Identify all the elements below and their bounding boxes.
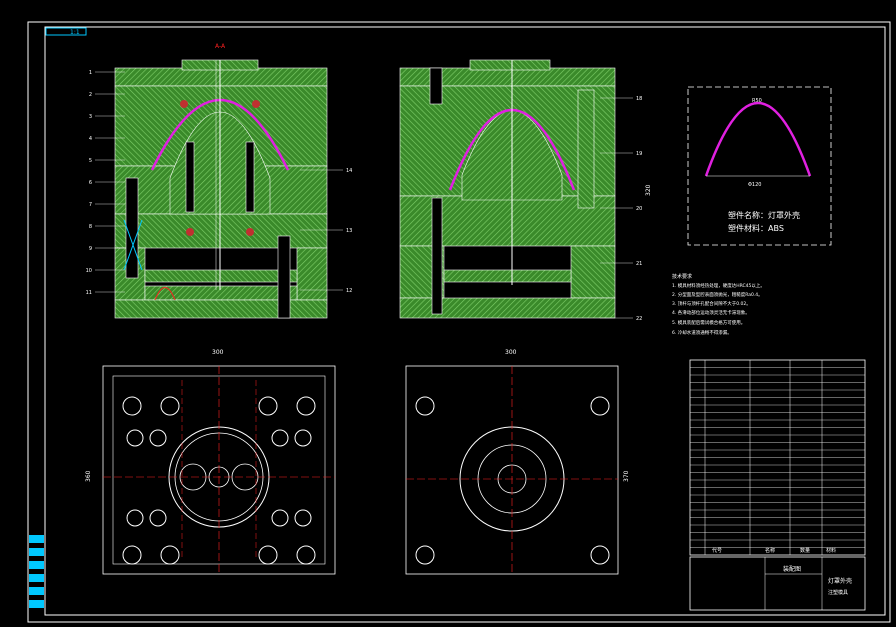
leader-label: 4 xyxy=(89,136,92,142)
leaders-left: 1 2 3 4 5 6 7 8 9 10 11 xyxy=(86,70,125,296)
note-line: 6. 冷却水道须通畅不得渗漏。 xyxy=(672,329,732,336)
note-line: 4. 各滑动部位运动须灵活无卡滞现象。 xyxy=(672,309,750,316)
part-dim-bottom: Φ120 xyxy=(748,182,761,188)
plan-view-right: 300 370 xyxy=(405,349,630,575)
leader-label: 2 xyxy=(89,92,92,98)
plan-right-dim-side: 370 xyxy=(623,470,630,482)
drawing-sub: 注塑模具 xyxy=(828,589,848,596)
leader-label: 10 xyxy=(86,268,92,274)
note-line: 3. 顶杆与顶杆孔配合间隙不大于0.02。 xyxy=(672,300,751,307)
leaders-right-a: 14 13 12 xyxy=(300,168,352,294)
part-name: 塑件名称：灯罩外壳 xyxy=(728,210,800,220)
plan-left-dim: 300 xyxy=(212,349,224,356)
leader-label: 20 xyxy=(636,206,642,212)
leader-label: 21 xyxy=(636,261,642,267)
part-material: 塑件材料：ABS xyxy=(728,223,784,233)
leader-label: 11 xyxy=(86,290,92,296)
leader-label: 5 xyxy=(89,158,92,164)
title-block: 装配图 灯罩外壳 注塑模具 xyxy=(689,556,866,611)
plan-view-left: 300 360 xyxy=(85,349,336,575)
leader-label: 1 xyxy=(89,70,92,76)
leader-label: 3 xyxy=(89,114,92,120)
leader-label: 18 xyxy=(636,96,642,102)
technical-notes: 技术要求 1. 模具材料须经热处理，硬度达HRC45以上。 2. 分型面及型腔表… xyxy=(672,273,765,336)
drawing-name: 灯罩外壳 xyxy=(828,577,852,585)
leader-label: 14 xyxy=(346,168,352,174)
plan-left-dim-side: 360 xyxy=(85,470,92,482)
leader-label: 22 xyxy=(636,316,642,322)
leader-label: 9 xyxy=(89,246,92,252)
outer-frame xyxy=(27,21,891,623)
sheet-name: 装配图 xyxy=(783,565,801,573)
part-detail: Φ120 R50 塑件名称：灯罩外壳 塑件材料：ABS xyxy=(687,86,832,246)
corner-tag xyxy=(45,27,87,36)
leader-label: 7 xyxy=(89,202,92,208)
section-bb-view xyxy=(399,59,616,319)
bom-col-qty: 数量 xyxy=(800,547,810,554)
note-line: 2. 分型面及型腔表面须抛光，粗糙度Ra0.4。 xyxy=(672,291,763,298)
plan-right-dim: 300 xyxy=(505,349,517,356)
bom-col-name: 名称 xyxy=(765,547,775,554)
note-line: 1. 模具材料须经热处理，硬度达HRC45以上。 xyxy=(672,282,765,289)
part-dim-top: R50 xyxy=(752,98,762,104)
bom-table: 代号 名称 数量 材料 xyxy=(689,359,866,556)
section-aa-label: A-A xyxy=(215,43,226,50)
bb-dim-side: 320 xyxy=(645,184,652,196)
inner-frame xyxy=(44,26,886,616)
notes-title: 技术要求 xyxy=(672,273,692,280)
leader-label: 13 xyxy=(346,228,352,234)
leader-label: 19 xyxy=(636,151,642,157)
margin-stripes xyxy=(29,535,44,608)
leader-label: 6 xyxy=(89,180,92,186)
leader-label: 8 xyxy=(89,224,92,230)
bom-col-no: 代号 xyxy=(712,547,722,554)
leaders-right-b: 18 19 20 21 22 xyxy=(600,96,642,322)
note-line: 5. 模具装配后需试模合格方可使用。 xyxy=(672,319,745,326)
bom-col-mat: 材料 xyxy=(826,547,836,554)
section-aa-view: A-A xyxy=(114,43,328,319)
leader-label: 12 xyxy=(346,288,352,294)
corner-tag-text: 1:1 xyxy=(70,29,80,36)
